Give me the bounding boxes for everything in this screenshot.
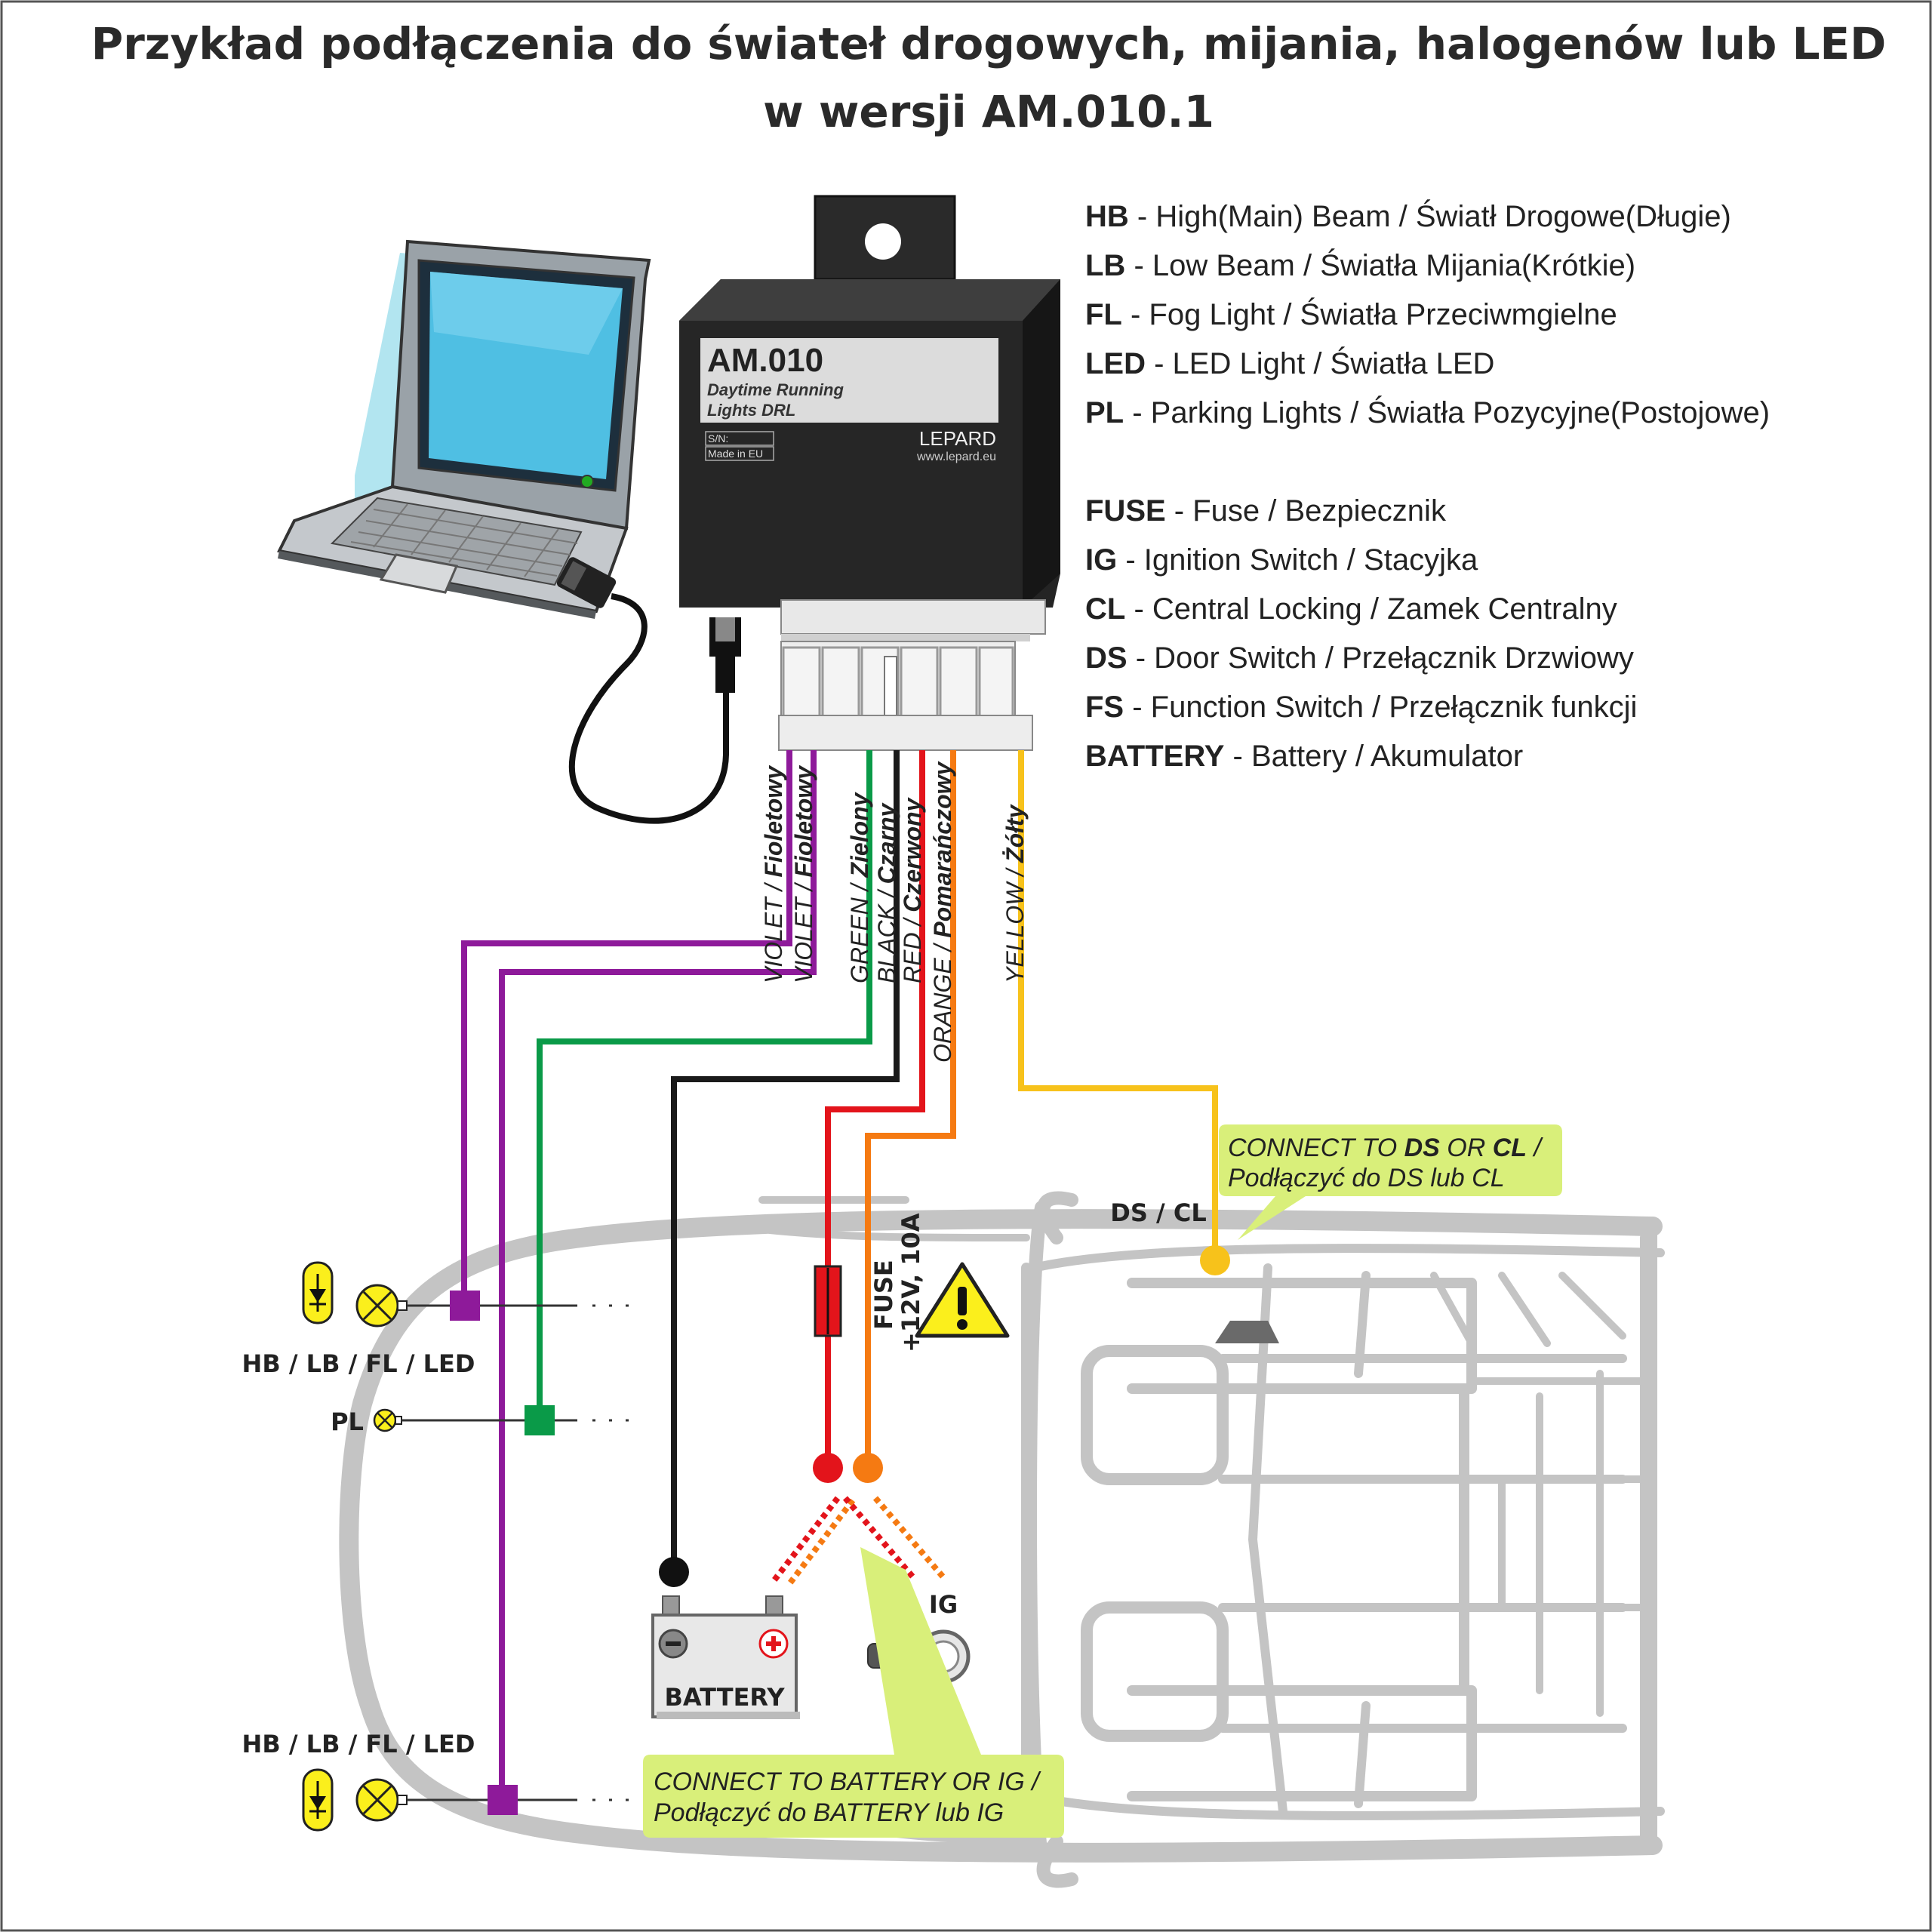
splice-green bbox=[525, 1405, 555, 1435]
callout-dscl-line-1: CONNECT TO DS OR CL / bbox=[1228, 1134, 1544, 1162]
hb-top-label: HB / LB / FL / LED bbox=[242, 1349, 475, 1378]
splice-violet-top bbox=[450, 1291, 480, 1321]
wire-label: RED / Czerwony bbox=[899, 796, 926, 983]
legend-item: PL - Parking Lights / Światła Pozycyjne(… bbox=[1085, 395, 1770, 429]
warning-icon bbox=[915, 1262, 1010, 1338]
wire-black bbox=[671, 750, 900, 1570]
wire-label: GREEN / Zielony bbox=[846, 791, 873, 983]
wire-green bbox=[537, 750, 872, 1419]
wire-violet-2 bbox=[499, 750, 817, 1800]
legend-item: LB - Low Beam / Światła Mijania(Krótkie) bbox=[1085, 248, 1635, 282]
led-icon bbox=[302, 1261, 334, 1324]
device-sn: S/N: bbox=[708, 432, 728, 445]
callout-dscl-line-2: Podłączyć do DS lub CL bbox=[1228, 1164, 1505, 1192]
legend-item: FUSE - Fuse / Bezpiecznik bbox=[1085, 494, 1447, 528]
optional-connections bbox=[771, 1496, 946, 1587]
wire-label: VIOLET / Fioletowy bbox=[760, 764, 787, 983]
callout-bat-line-1: CONNECT TO BATTERY OR IG / bbox=[654, 1767, 1041, 1796]
wire-label: VIOLET / Fioletowy bbox=[790, 764, 817, 983]
pl-label: PL bbox=[331, 1407, 364, 1436]
parking-bulb-icon bbox=[373, 1408, 402, 1432]
bulb-icon-bottom bbox=[355, 1778, 408, 1822]
legend-item: FS - Function Switch / Przełącznik funkc… bbox=[1085, 691, 1637, 724]
callout-bat-line-2: Podłączyć do BATTERY lub IG bbox=[654, 1798, 1004, 1827]
legend: HB - High(Main) Beam / Światł Drogowe(Dł… bbox=[1085, 198, 1770, 773]
laptop-icon bbox=[277, 239, 651, 619]
red-terminal-dot bbox=[813, 1453, 843, 1483]
hb-bottom-label: HB / LB / FL / LED bbox=[242, 1730, 475, 1758]
led-icon-bottom bbox=[302, 1768, 334, 1832]
legend-item: CL - Central Locking / Zamek Centralny bbox=[1085, 592, 1617, 626]
device-brand: LEPARD bbox=[919, 427, 996, 450]
battery-label: BATTERY bbox=[665, 1683, 786, 1712]
device-made: Made in EU bbox=[708, 448, 763, 460]
callout-battery-ig: CONNECT TO BATTERY OR IG / Podłączyć do … bbox=[643, 1547, 1064, 1838]
mirror-shape bbox=[1215, 1321, 1279, 1343]
bulb-icon bbox=[355, 1284, 408, 1327]
wire-yellow bbox=[1018, 750, 1218, 1257]
legend-item: FL - Fog Light / Światła Przeciwmgielne bbox=[1085, 297, 1617, 331]
device-line-1: Daytime Running bbox=[707, 380, 844, 399]
callout-dscl: CONNECT TO DS OR CL / Podłączyć do DS lu… bbox=[1219, 1124, 1562, 1240]
wire-violet-1 bbox=[461, 750, 792, 1306]
device-model: AM.010 bbox=[707, 342, 823, 379]
title-line-2: w wersji AM.010.1 bbox=[763, 86, 1214, 137]
fuse-label: FUSE bbox=[869, 1260, 898, 1330]
legend-item: DS - Door Switch / Przełącznik Drzwiowy bbox=[1085, 641, 1634, 675]
dscl-label: DS / CL bbox=[1110, 1198, 1206, 1227]
device-url: www.lepard.eu bbox=[916, 451, 996, 463]
battery-icon bbox=[651, 1595, 800, 1719]
fuse-icon bbox=[814, 1265, 842, 1337]
wire-label: ORANGE / Pomarańczowy bbox=[929, 760, 956, 1063]
wire-orange bbox=[865, 750, 956, 1468]
car-outline bbox=[339, 1191, 1665, 1888]
yellow-terminal-dot bbox=[1200, 1245, 1230, 1275]
title-line-1: Przykład podłączenia do świateł drogowyc… bbox=[91, 18, 1887, 69]
am010-device: AM.010 Daytime Running Lights DRL S/N: M… bbox=[679, 195, 1060, 751]
black-terminal-dot bbox=[659, 1557, 689, 1587]
legend-item: HB - High(Main) Beam / Światł Drogowe(Dł… bbox=[1085, 198, 1731, 233]
legend-item: IG - Ignition Switch / Stacyjka bbox=[1085, 543, 1478, 577]
splice-violet-bottom bbox=[488, 1785, 518, 1815]
wire-label: BLACK / Czarny bbox=[873, 801, 900, 983]
orange-terminal-dot bbox=[853, 1453, 883, 1483]
wire-label: YELLOW / Żółty bbox=[1001, 803, 1029, 983]
usb-cable-icon bbox=[556, 557, 741, 824]
legend-item: LED - LED Light / Światła LED bbox=[1085, 346, 1494, 380]
legend-item: BATTERY - Battery / Akumulator bbox=[1085, 740, 1523, 773]
ig-label: IG bbox=[929, 1590, 958, 1619]
device-line-2: Lights DRL bbox=[707, 401, 795, 420]
